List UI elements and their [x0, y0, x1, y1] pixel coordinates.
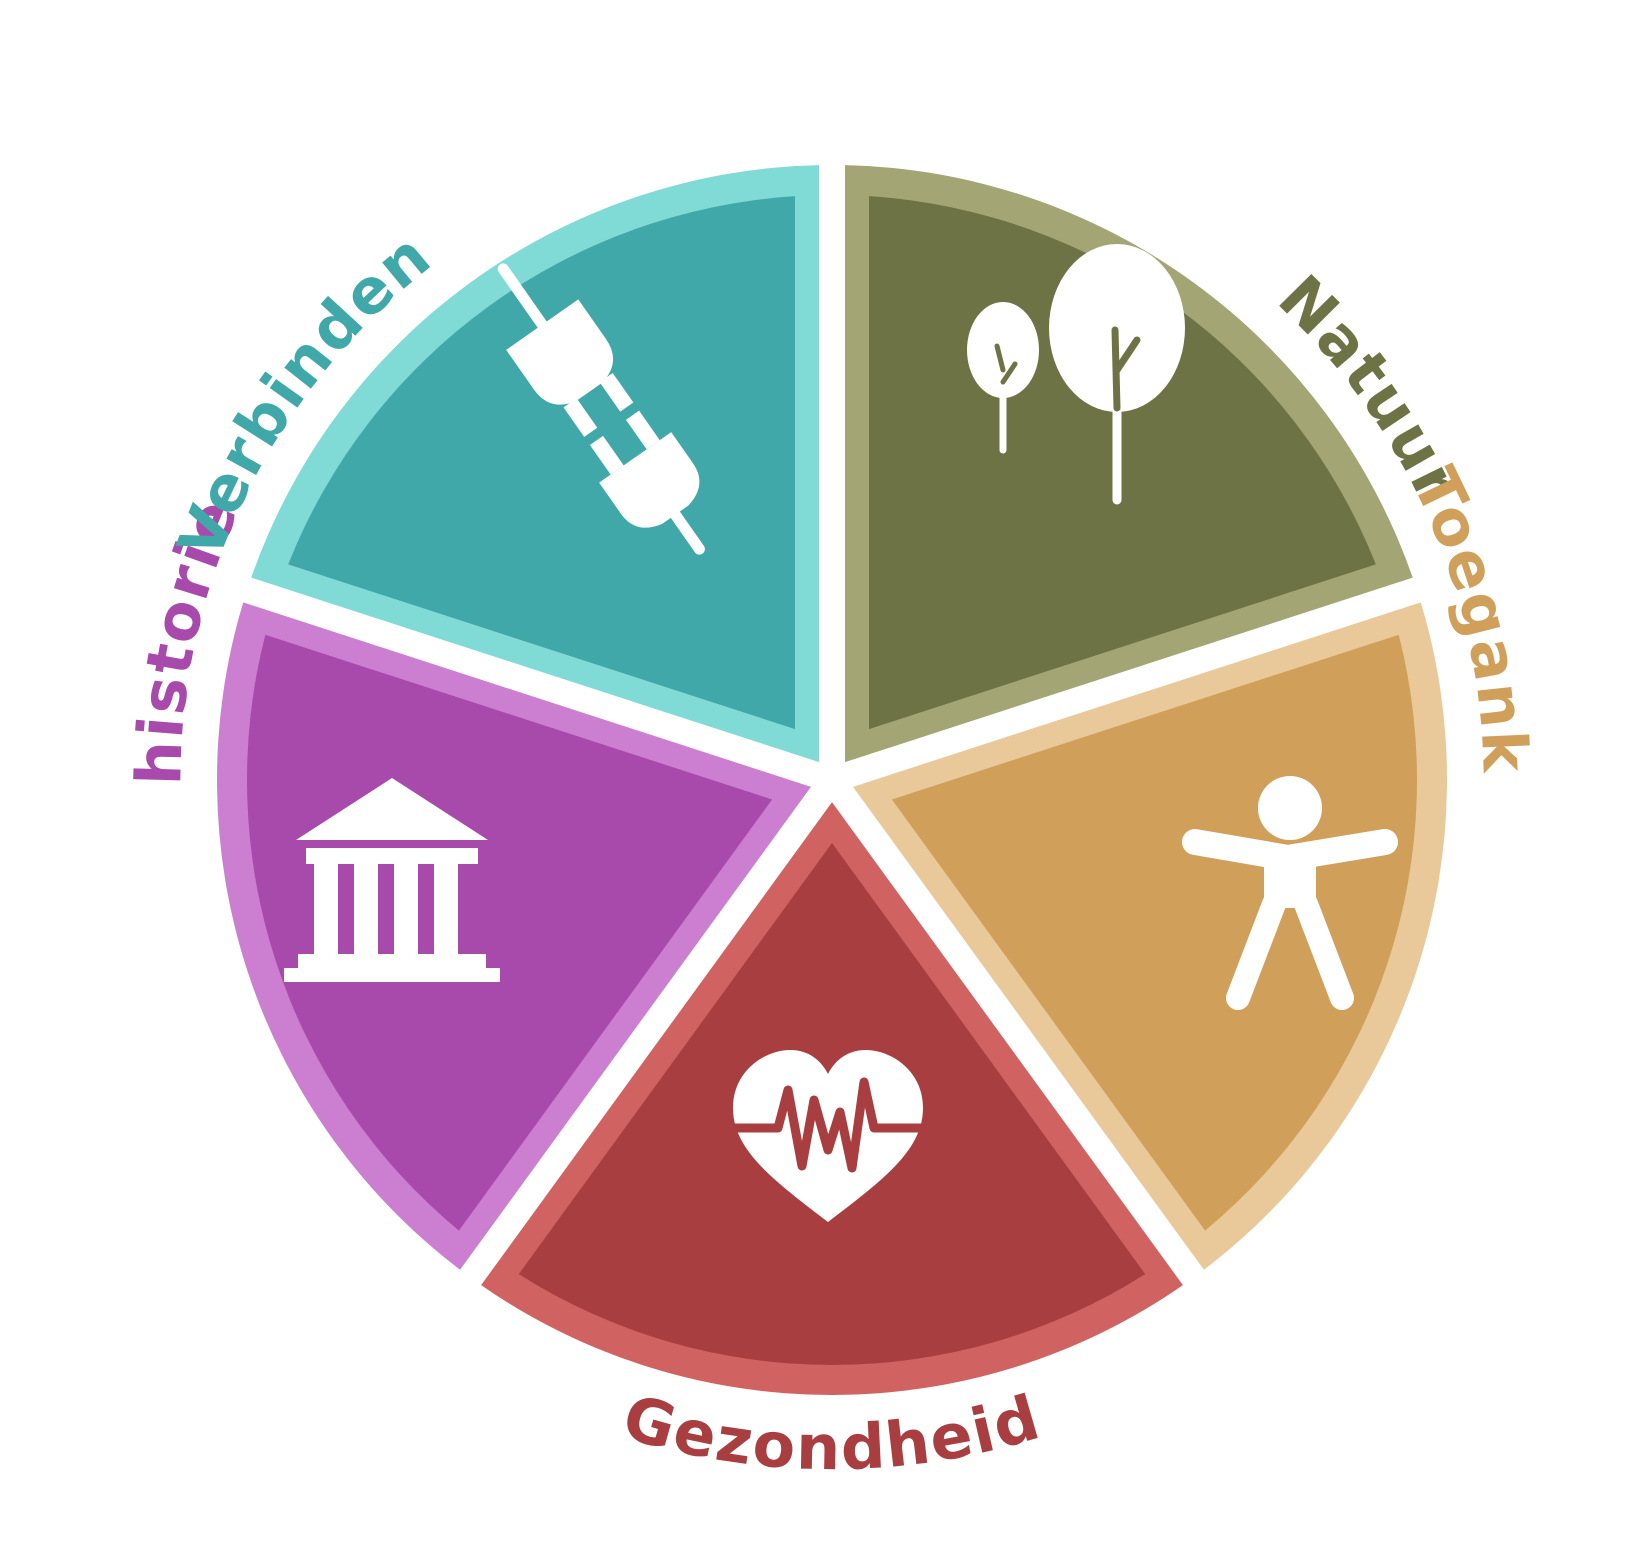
segment-toegankelijkheid[interactable] — [853, 602, 1448, 1270]
plug-icon — [497, 263, 705, 555]
segment-verbinden[interactable] — [251, 165, 819, 763]
segment-cultuurhistorie[interactable] — [216, 602, 811, 1270]
segment-natuur[interactable] — [845, 165, 1413, 763]
segment-gezondheid[interactable] — [481, 802, 1183, 1396]
heart-pulse-icon — [728, 1050, 928, 1222]
accessibility-person-icon — [1182, 776, 1398, 1010]
segment-label-gezondheid: Gezondheid — [615, 1380, 1048, 1484]
museum-building-icon — [284, 778, 500, 982]
trees-icon — [967, 244, 1185, 505]
segment-label-cultuurhistorie: Cultuurhistorie — [0, 0, 253, 786]
segment-cultuurhistorie-fill — [246, 634, 773, 1231]
segment-verbinden-fill — [288, 196, 795, 730]
